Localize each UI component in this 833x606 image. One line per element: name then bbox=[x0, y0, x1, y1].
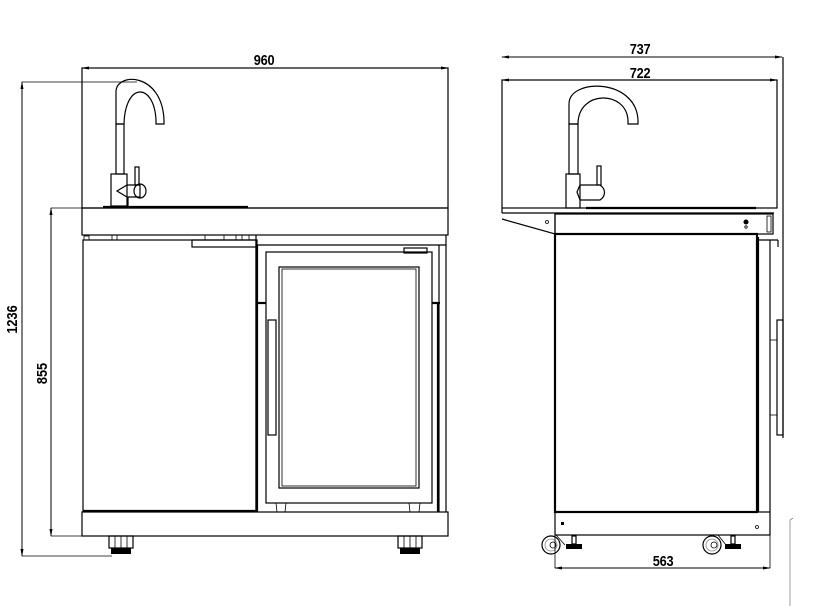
countertop-edge-side bbox=[554, 213, 774, 235]
dimension-depth-737 bbox=[501, 55, 784, 438]
backsplash-side bbox=[501, 79, 778, 209]
label-height-855: 855 bbox=[34, 362, 52, 385]
caster-wheel-front bbox=[702, 534, 741, 555]
fridge-handle-side bbox=[776, 319, 784, 436]
faucet-side bbox=[565, 85, 639, 209]
label-depth-737: 737 bbox=[629, 41, 651, 58]
backsplash-panel bbox=[81, 67, 449, 209]
base-plinth-front bbox=[81, 511, 449, 537]
dimension-depth-563 bbox=[554, 535, 771, 570]
leveling-foot-left bbox=[108, 535, 134, 554]
dimension-height-1236 bbox=[20, 81, 137, 557]
base-plinth-side bbox=[554, 511, 771, 536]
cabinet-body-side bbox=[553, 232, 759, 514]
leveling-foot-right bbox=[397, 535, 423, 554]
fridge-door-handle bbox=[267, 319, 277, 436]
label-depth-563: 563 bbox=[652, 553, 674, 570]
label-width-960: 960 bbox=[253, 52, 275, 69]
countertop-front bbox=[81, 207, 449, 236]
label-height-1236: 1236 bbox=[4, 305, 22, 334]
caster-wheel-rear bbox=[541, 534, 582, 555]
indicator-dot bbox=[743, 219, 749, 225]
dimension-height-855 bbox=[49, 207, 82, 537]
cabinet-door-left bbox=[82, 239, 257, 512]
under-counter-trim bbox=[83, 235, 258, 248]
front-view bbox=[20, 66, 449, 557]
label-depth-722: 722 bbox=[629, 65, 651, 82]
fridge-front bbox=[255, 235, 447, 513]
faucet-front bbox=[110, 78, 165, 207]
side-view bbox=[501, 55, 794, 606]
